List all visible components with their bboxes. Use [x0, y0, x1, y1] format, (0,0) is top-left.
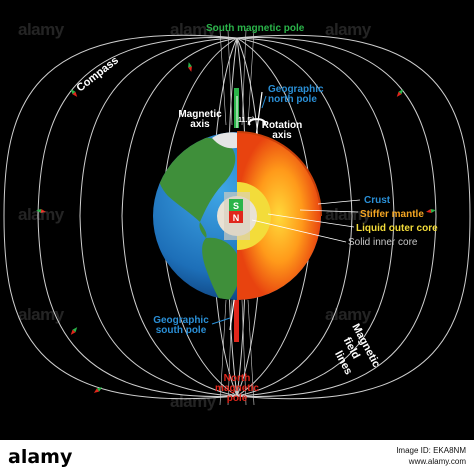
stiffer-mantle-label: Stiffer mantle [360, 209, 424, 220]
north-magnetic-pole-marker [234, 300, 239, 342]
magnetic-axis-text: Magnetic axis [178, 109, 222, 130]
magnet-north-label: N [233, 213, 240, 223]
compass-needle [426, 209, 436, 213]
watermark: alamy [18, 20, 64, 39]
south-america [202, 237, 241, 300]
north-magnetic-pole-text: North magnetic pole [215, 373, 259, 404]
footer-image-id: Image ID: EKA8NM [396, 446, 466, 455]
compass-needles [36, 62, 436, 393]
angle-label: 11.5° [238, 117, 255, 124]
compass-needle [70, 89, 78, 97]
layer-leader-lines [251, 199, 361, 243]
north-magnetic-pole-label: North magnetic pole [208, 374, 266, 404]
stock-footer: alamy Image ID: EKA8NM www.alamy.com [0, 440, 474, 472]
compass-needle [36, 209, 46, 213]
cutaway-crust-edge [236, 131, 322, 217]
geographic-north-pole-label: Geographic north pole [268, 85, 348, 105]
north-america [156, 137, 236, 222]
compass-needle [396, 89, 404, 97]
watermark: alamy [325, 305, 371, 324]
compass-needle [93, 387, 103, 393]
rotation-axis-text: Rotation axis [261, 120, 303, 141]
geographic-south-pole-text: Geographic south pole [153, 315, 209, 336]
rotation-axis-label: Rotation axis [258, 121, 306, 141]
magnet-south-label: S [233, 201, 239, 211]
crust-label: Crust [364, 195, 391, 206]
rotation-arrow-icon [248, 118, 266, 126]
polar-field-lines [219, 29, 255, 406]
footer-logo: alamy [8, 446, 73, 468]
pole-leader-lines [211, 95, 267, 325]
watermark: alamy [170, 392, 216, 411]
central-america [199, 222, 207, 238]
magnetic-field-lines-label: Magneticfieldlines [325, 322, 383, 383]
liquid-outer-core-label: Liquid outer core [356, 223, 438, 234]
geographic-north-pole-text: Geographic north pole [268, 84, 324, 105]
watermark: alamy [325, 205, 371, 224]
watermark: alamy [325, 20, 371, 39]
compass-label: Compass [74, 54, 120, 94]
compass-needle [70, 327, 78, 335]
watermark: alamy [170, 20, 216, 39]
compass-needle [188, 62, 192, 72]
geographic-south-pole-label: Geographic south pole [148, 316, 214, 336]
bar-magnet: S N [229, 199, 243, 223]
solid-inner-core-label: Solid inner core [348, 237, 418, 248]
magnetic-axis-label: Magnetic axis [178, 110, 222, 130]
footer-site: www.alamy.com [408, 457, 466, 466]
watermark: alamy [18, 305, 64, 324]
watermark: alamy [18, 205, 64, 224]
south-magnetic-pole-label: South magnetic pole [206, 24, 304, 34]
south-magnetic-pole-text: South magnetic pole [206, 23, 305, 34]
